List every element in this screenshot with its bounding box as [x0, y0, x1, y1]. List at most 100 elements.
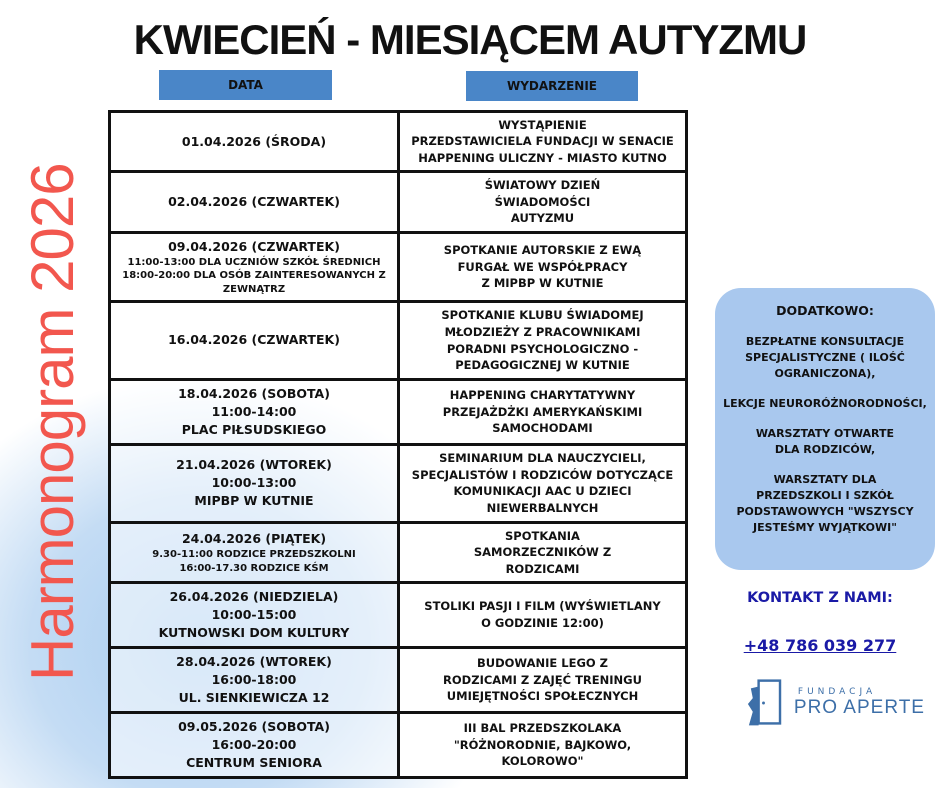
event-detail: 16:00-18:00 [211, 672, 297, 687]
date-cell: 02.04.2026 (CZWARTEK) [108, 170, 400, 234]
event-date: 26.04.2026 (NIEDZIELA) [169, 588, 339, 604]
event-cell: III BAL PRZEDSZKOLAKA "RÓŻNORODNIE, BAJKO… [397, 711, 688, 779]
side-title: Harmonogram 2026 [19, 163, 86, 682]
date-cell: 01.04.2026 (ŚRODA) [108, 109, 400, 174]
door-icon [747, 679, 782, 726]
event-line: III BAL PRZEDSZKOLAKA [463, 721, 622, 735]
event-cell: SPOTKANIE AUTORSKIE Z EWĄ FURGAŁ WE WSPÓŁ… [397, 230, 688, 304]
table-row: 24.04.2026 (PIĄTEK) 9.30-11:00 RODZICE PR… [108, 520, 688, 585]
event-line: STOLIKI PASJI I FILM (WYŚWIETLANY [424, 599, 661, 614]
event-line: Z MIPBP W KUTNIE [481, 276, 604, 291]
event-line: KOLOROWO" [501, 754, 584, 769]
event-cell: ŚWIATOWY DZIEŃ ŚWIADOMOŚCI AUTYZMU [397, 170, 688, 234]
event-line: RODZICAMI [505, 561, 580, 576]
table-row: 02.04.2026 (CZWARTEK) ŚWIATOWY DZIEŃ ŚWIAD… [108, 170, 688, 234]
event-detail: 10:00-13:00 [211, 475, 297, 491]
event-date: 18.04.2026 (SOBOTA) [178, 385, 330, 401]
event-date: 28.04.2026 (WTOREK) [176, 653, 332, 669]
date-cell: 09.04.2026 (CZWARTEK) 11:00-13:00 DLA UCZ… [108, 230, 400, 304]
event-line: HAPPENING CHARYTATYWNY [449, 387, 636, 402]
event-detail: 11:00-14:00 [211, 403, 297, 419]
event-detail: 11:00-13:00 DLA UCZNIÓW SZKÓŁ ŚREDNICH [127, 256, 381, 268]
event-cell: WYSTĄPIENIE PRZEDSTAWICIELA FUNDACJI W SE… [397, 109, 688, 174]
schedule-table: 01.04.2026 (ŚRODA) WYSTĄPIENIE PRZEDSTAWIC… [108, 109, 688, 779]
event-detail: UL. SIENKIEWICZA 12 [178, 690, 330, 706]
event-detail: CENTRUM SENIORA [186, 755, 322, 771]
extras-item: BEZPŁATNE KONSULTACJE SPECJALISTYCZNE ( … [745, 335, 905, 380]
page-title: KWIECIEŃ - MIESIĄCEM AUTYZMU [133, 16, 808, 63]
event-line: HAPPENING ULICZNY - MIASTO KUTNO [418, 150, 667, 165]
event-line: SAMORZECZNIKÓW Z [473, 545, 612, 560]
event-date: 21.04.2026 (WTOREK) [176, 457, 332, 473]
extras-item: WARSZTATY DLA PRZEDSZKOLI I SZKÓŁ PODSTA… [736, 472, 914, 534]
event-date: 24.04.2026 (PIĄTEK) [181, 530, 327, 546]
phone-link[interactable]: +48 786 039 277 [743, 636, 897, 655]
event-line: FURGAŁ WE WSPÓŁPRACY [457, 259, 628, 274]
event-line: O GODZINIE 12:00) [481, 616, 604, 631]
foundation-logo: FUNDACJA PRO APERTE [745, 678, 925, 728]
event-detail: 18:00-20:00 DLA OSÓB ZAINTERESOWANYCH Z … [122, 270, 386, 295]
event-line: RODZICAMI Z ZAJĘĆ TRENINGU [443, 672, 642, 687]
event-line: AUTYZMU [510, 211, 575, 226]
event-line: MŁODZIEŻY Z PRACOWNIKAMI [444, 324, 641, 339]
event-detail: KUTNOWSKI DOM KULTURY [158, 625, 350, 641]
event-detail: 16:00-20:00 [211, 736, 297, 752]
event-line: SPOTKANIE AUTORSKIE Z EWĄ [443, 242, 642, 257]
extras-item: LEKCJE NEURORÓŻNORODNOŚCI, [723, 396, 927, 410]
event-line: BUDOWANIE LEGO Z [477, 656, 608, 671]
event-detail: 9.30-11:00 RODZICE PRZEDSZKOLNI [152, 549, 356, 561]
event-column-header: WYDARZENIE [466, 71, 638, 101]
extras-box: DODATKOWO: BEZPŁATNE KONSULTACJE SPECJAL… [715, 288, 935, 570]
event-line: NIEWERBALNYCH [486, 501, 599, 516]
event-line: ŚWIATOWY DZIEŃ [484, 177, 601, 192]
event-cell: SEMINARIUM DLA NAUCZYCIELI,SPECJALISTÓW … [397, 442, 688, 524]
event-line: SEMINARIUM DLA NAUCZYCIELI, [439, 451, 646, 466]
table-row: 09.04.2026 (CZWARTEK) 11:00-13:00 DLA UCZ… [108, 230, 688, 304]
table-row: 01.04.2026 (ŚRODA) WYSTĄPIENIE PRZEDSTAWIC… [108, 109, 688, 174]
event-line: UMIEJĘTNOŚCI SPOŁECZNYCH [446, 689, 639, 704]
event-line: PRZEDSTAWICIELA FUNDACJI W SENACIE [411, 134, 674, 149]
event-line: KOMUNIKACJI AAC U DZIECI [453, 484, 632, 499]
date-cell: 16.04.2026 (CZWARTEK) [108, 300, 400, 381]
event-date: 16.04.2026 (CZWARTEK) [168, 332, 340, 348]
event-line: WYSTĄPIENIE [498, 117, 587, 132]
event-detail: 16:00-17.30 RODZICE KŚM [179, 562, 329, 574]
logo-name: PRO APERTE [793, 697, 925, 718]
event-date: 01.04.2026 (ŚRODA) [181, 133, 327, 149]
event-date: 02.04.2026 (CZWARTEK) [168, 193, 340, 209]
event-line: ŚWIADOMOŚCI [494, 194, 591, 209]
extras-item: WARSZTATY OTWARTE DLA RODZICÓW, [755, 426, 895, 456]
event-detail: 10:00-15:00 [211, 607, 297, 623]
event-line: SPOTKANIE KLUBU ŚWIADOMEJ [441, 308, 644, 323]
event-line: PEDAGOGICZNEJ W KUTNIE [455, 358, 630, 373]
date-column-header: DATA [159, 70, 332, 100]
event-line: SPOTKANIA [505, 528, 580, 543]
event-date: 09.04.2026 (CZWARTEK) [168, 238, 340, 254]
contact-label: KONTAKT Z NAMI: [747, 590, 893, 606]
extras-heading: DODATKOWO: [776, 303, 874, 318]
event-line: "RÓŻNORODNIE, BAJKOWO, [453, 737, 632, 752]
event-date: 09.05.2026 (SOBOTA) [178, 718, 330, 734]
event-line: PRZEJAŻDŻKI AMERYKAŃSKIMI [442, 404, 643, 419]
event-detail: MIPBP W KUTNIE [194, 493, 314, 509]
event-line: SPECJALISTÓW I RODZICÓW DOTYCZĄCE [411, 467, 674, 482]
event-cell: HAPPENING CHARYTATYWNY PRZEJAŻDŻKI AMERYK… [397, 378, 688, 446]
event-line: PORADNI PSYCHOLOGICZNO - [446, 341, 639, 356]
logo-small-text: FUNDACJA [797, 687, 877, 697]
event-cell: STOLIKI PASJI I FILM (WYŚWIETLANY O GODZI… [397, 581, 688, 650]
event-line: SAMOCHODAMI [492, 421, 593, 436]
date-cell: 24.04.2026 (PIĄTEK) 9.30-11:00 RODZICE PR… [108, 520, 400, 585]
